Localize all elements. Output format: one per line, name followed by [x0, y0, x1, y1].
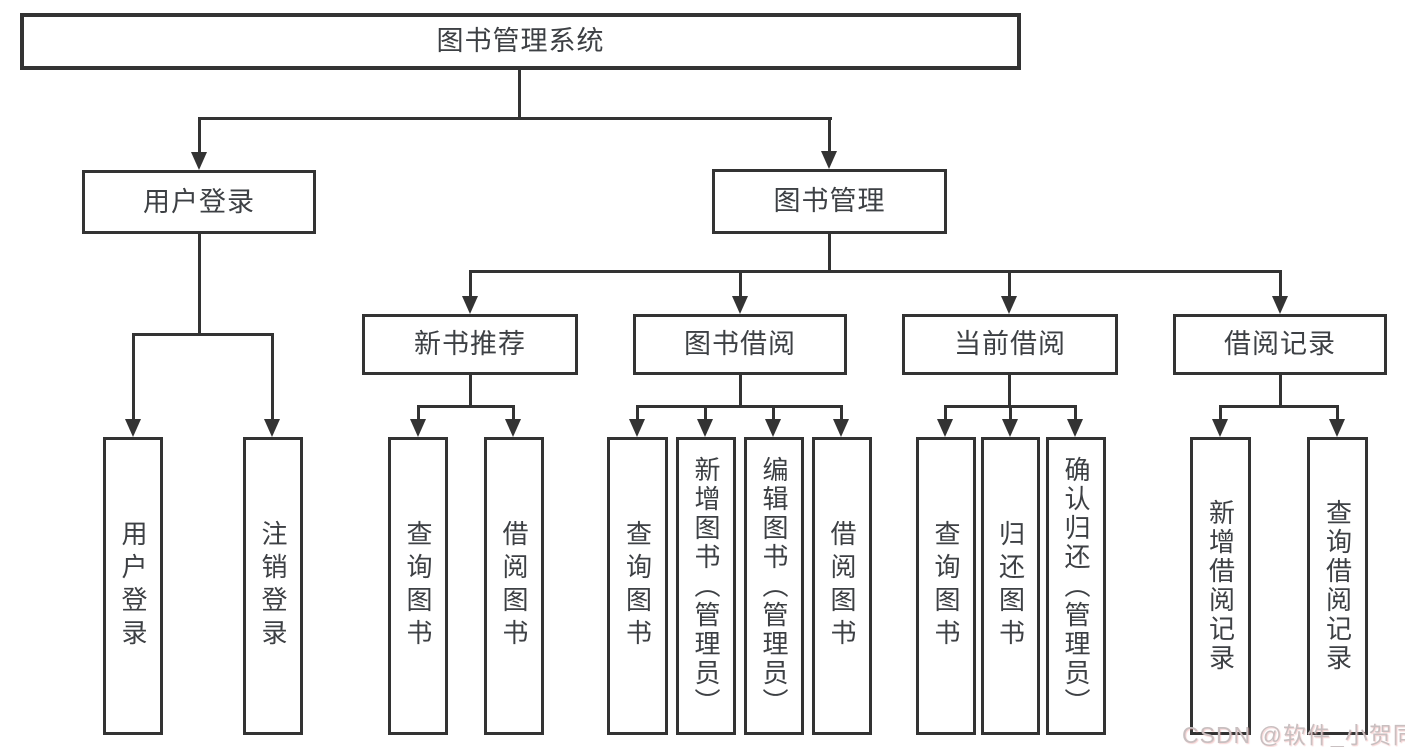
leaf-query-books-recommend: 查询图书: [388, 437, 448, 735]
connector-newbook-branch: [417, 405, 515, 408]
node-user-login: 用户登录: [82, 170, 316, 234]
arrowhead-down-icon: [629, 419, 645, 437]
arrowhead-down-icon: [1067, 419, 1083, 437]
connector-records-stem: [1279, 375, 1282, 407]
arrowhead-down-icon: [125, 419, 141, 437]
connector-borrow-branch: [636, 405, 843, 408]
arrowhead-down-icon: [1002, 419, 1018, 437]
connector-to-current: [1008, 270, 1011, 298]
connector-stub: [772, 405, 775, 423]
leaf-add-books-admin: 新增图书（管理员）: [676, 437, 736, 735]
arrowhead-down-icon: [821, 151, 837, 169]
connector-to-leaf-user-login: [132, 333, 135, 421]
node-root-system: 图书管理系统: [20, 13, 1021, 70]
leaf-borrow-books: 借阅图书: [812, 437, 872, 735]
connector-to-login: [198, 117, 201, 155]
leaf-return-books: 归还图书: [981, 437, 1040, 735]
node-current-borrowing: 当前借阅: [902, 314, 1118, 375]
arrowhead-down-icon: [1272, 296, 1288, 314]
connector-stub: [944, 405, 947, 423]
node-book-management: 图书管理: [712, 169, 947, 234]
connector-root-stem: [518, 68, 521, 118]
csdn-watermark: CSDN @软件_小贺同学: [1182, 722, 1405, 747]
arrowhead-down-icon: [264, 419, 280, 437]
connector-stub: [1009, 405, 1012, 423]
connector-records-branch: [1219, 405, 1338, 408]
leaf-user-login: 用户登录: [103, 437, 163, 735]
connector-stub: [1074, 405, 1077, 423]
connector-stub: [1219, 405, 1222, 423]
connector-current-stem: [1008, 375, 1011, 407]
arrowhead-down-icon: [1212, 419, 1228, 437]
arrowhead-down-icon: [937, 419, 953, 437]
leaf-query-borrow-record: 查询借阅记录: [1307, 437, 1368, 735]
connector-to-newbook: [469, 270, 472, 298]
arrowhead-down-icon: [732, 296, 748, 314]
leaf-edit-books-admin: 编辑图书（管理员）: [744, 437, 804, 735]
leaf-confirm-return-admin: 确认归还（管理员）: [1046, 437, 1106, 735]
arrowhead-down-icon: [1329, 419, 1345, 437]
connector-borrow-stem: [739, 375, 742, 407]
connector-to-leaf-logout: [271, 333, 274, 421]
node-new-book-recommend: 新书推荐: [362, 314, 578, 375]
arrowhead-down-icon: [505, 419, 521, 437]
connector-stub: [636, 405, 639, 423]
arrowhead-down-icon: [410, 419, 426, 437]
connector-to-mgmt: [828, 117, 831, 154]
arrowhead-down-icon: [462, 296, 478, 314]
connector-mgmt-branch: [469, 270, 1282, 273]
connector-newbook-stem: [469, 375, 472, 407]
arrowhead-down-icon: [697, 419, 713, 437]
connector-stub: [840, 405, 843, 423]
connector-stub: [704, 405, 707, 423]
connector-stub: [512, 405, 515, 423]
node-borrowing-records: 借阅记录: [1173, 314, 1387, 375]
connector-login-branch: [132, 333, 274, 336]
connector-mgmt-stem: [828, 234, 831, 272]
arrowhead-down-icon: [765, 419, 781, 437]
arrowhead-down-icon: [833, 419, 849, 437]
leaf-borrow-books-recommend: 借阅图书: [484, 437, 544, 735]
arrowhead-down-icon: [1001, 296, 1017, 314]
connector-to-borrow: [739, 270, 742, 298]
leaf-query-books-borrowing: 查询图书: [607, 437, 668, 735]
leaf-add-borrow-record: 新增借阅记录: [1190, 437, 1251, 735]
connector-to-records: [1279, 270, 1282, 298]
node-book-borrowing: 图书借阅: [633, 314, 847, 375]
arrowhead-down-icon: [191, 152, 207, 170]
leaf-logout: 注销登录: [243, 437, 303, 735]
leaf-query-books-current: 查询图书: [916, 437, 976, 735]
connector-stub: [417, 405, 420, 423]
connector-root-branch: [198, 117, 832, 120]
connector-stub: [1336, 405, 1339, 423]
connector-login-stem: [198, 233, 201, 335]
